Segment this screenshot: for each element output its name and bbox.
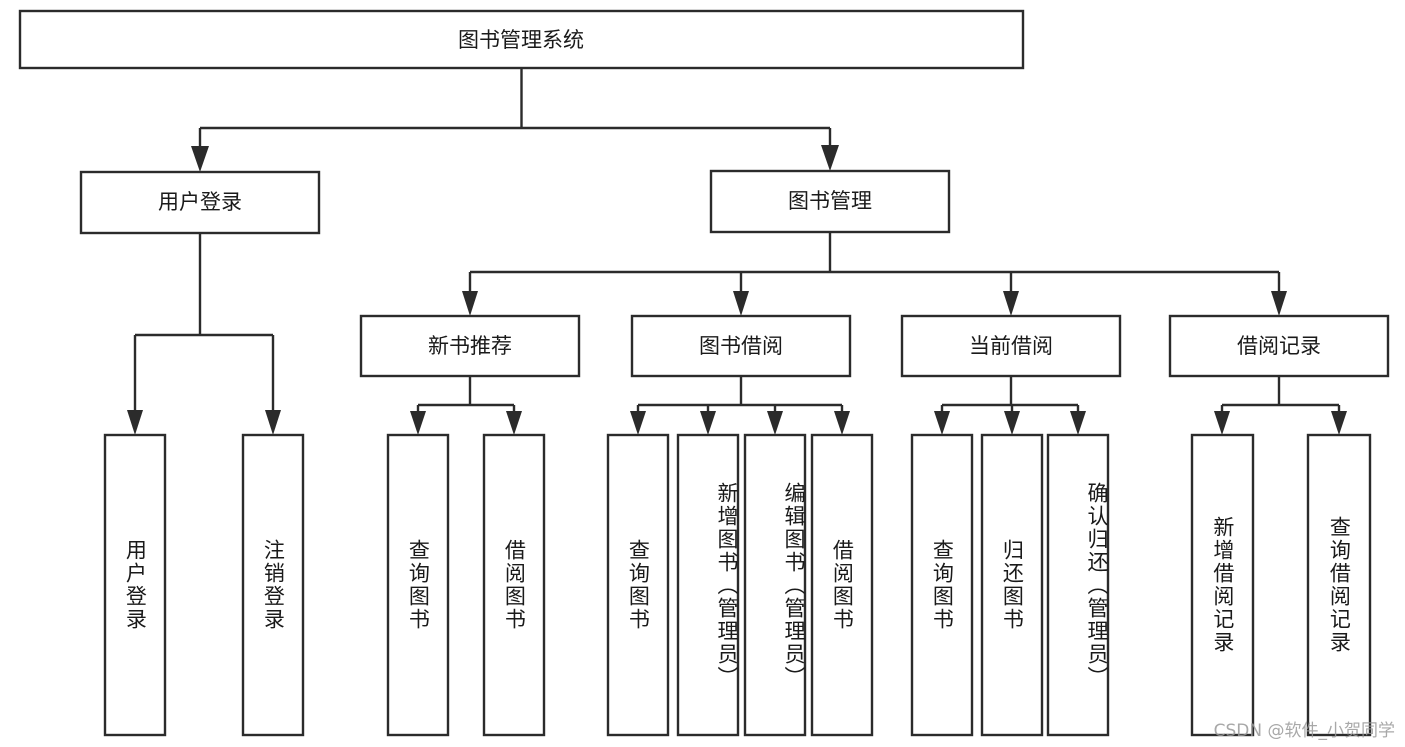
- node-box-leaf-borrow-book-1[interactable]: [482, 433, 546, 737]
- arrow-head-leaf-logout: [265, 410, 281, 435]
- node-box-new-book-recommend[interactable]: [359, 314, 581, 378]
- node-label-user-login: 用户登录: [158, 190, 242, 214]
- node-box-user-login[interactable]: [79, 170, 321, 235]
- arrow-head-leaf-query-book-2: [630, 411, 646, 435]
- node-box-book-borrow[interactable]: [630, 314, 852, 378]
- arrow-head-leaf-query-record: [1331, 411, 1347, 435]
- node-box-leaf-user-login[interactable]: [103, 433, 167, 737]
- node-box-leaf-query-book-2[interactable]: [606, 433, 670, 737]
- arrow-head-leaf-user-login: [127, 410, 143, 435]
- node-box-leaf-query-record[interactable]: [1306, 433, 1372, 737]
- node-box-leaf-query-book-3[interactable]: [910, 433, 974, 737]
- node-box-borrow-record[interactable]: [1168, 314, 1390, 378]
- arrow-head-leaf-borrow-book-1: [506, 411, 522, 435]
- node-label-book-borrow: 图书借阅: [699, 334, 783, 358]
- node-box-current-borrow[interactable]: [900, 314, 1122, 378]
- arrow-head-current-borrow: [1003, 291, 1019, 316]
- connectors-layer: [127, 68, 1347, 435]
- node-box-leaf-add-book[interactable]: [676, 433, 740, 737]
- node-box-leaf-return-book[interactable]: [980, 433, 1044, 737]
- arrow-head-leaf-borrow-book-2: [834, 411, 850, 435]
- arrow-head-leaf-confirm-return: [1070, 411, 1086, 435]
- node-label-current-borrow: 当前借阅: [969, 334, 1053, 358]
- arrow-head-user-login: [191, 146, 209, 172]
- arrow-head-leaf-add-record: [1214, 411, 1230, 435]
- arrow-head-book-management: [821, 145, 839, 171]
- node-box-leaf-logout[interactable]: [241, 433, 305, 737]
- node-label-root: 图书管理系统: [458, 28, 584, 52]
- arrow-head-book-borrow: [733, 291, 749, 316]
- node-box-root[interactable]: [18, 9, 1025, 70]
- node-box-leaf-borrow-book-2[interactable]: [810, 433, 874, 737]
- node-box-leaf-add-record[interactable]: [1190, 433, 1255, 737]
- node-box-leaf-edit-book[interactable]: [743, 433, 807, 737]
- node-box-leaf-query-book-1[interactable]: [386, 433, 450, 737]
- arrow-head-leaf-query-book-3: [934, 411, 950, 435]
- arrow-head-new-book-recommend: [462, 291, 478, 316]
- arrow-head-leaf-query-book-1: [410, 411, 426, 435]
- arrow-head-leaf-return-book: [1004, 411, 1020, 435]
- boxes-layer: 图书管理系统 用户登录 图书管理 新书推荐 图书借阅 当前借阅 借阅记录: [18, 9, 1390, 737]
- arrow-head-leaf-add-book: [700, 411, 716, 435]
- arrow-head-leaf-edit-book: [767, 411, 783, 435]
- node-box-book-management[interactable]: [709, 169, 951, 234]
- node-box-leaf-confirm-return[interactable]: [1046, 433, 1110, 737]
- arrow-head-borrow-record: [1271, 291, 1287, 316]
- node-label-new-book-recommend: 新书推荐: [428, 334, 512, 358]
- csdn-watermark: CSDN @软件_小贺同学: [1213, 721, 1395, 741]
- node-label-book-management: 图书管理: [788, 189, 872, 213]
- node-label-borrow-record: 借阅记录: [1237, 334, 1321, 358]
